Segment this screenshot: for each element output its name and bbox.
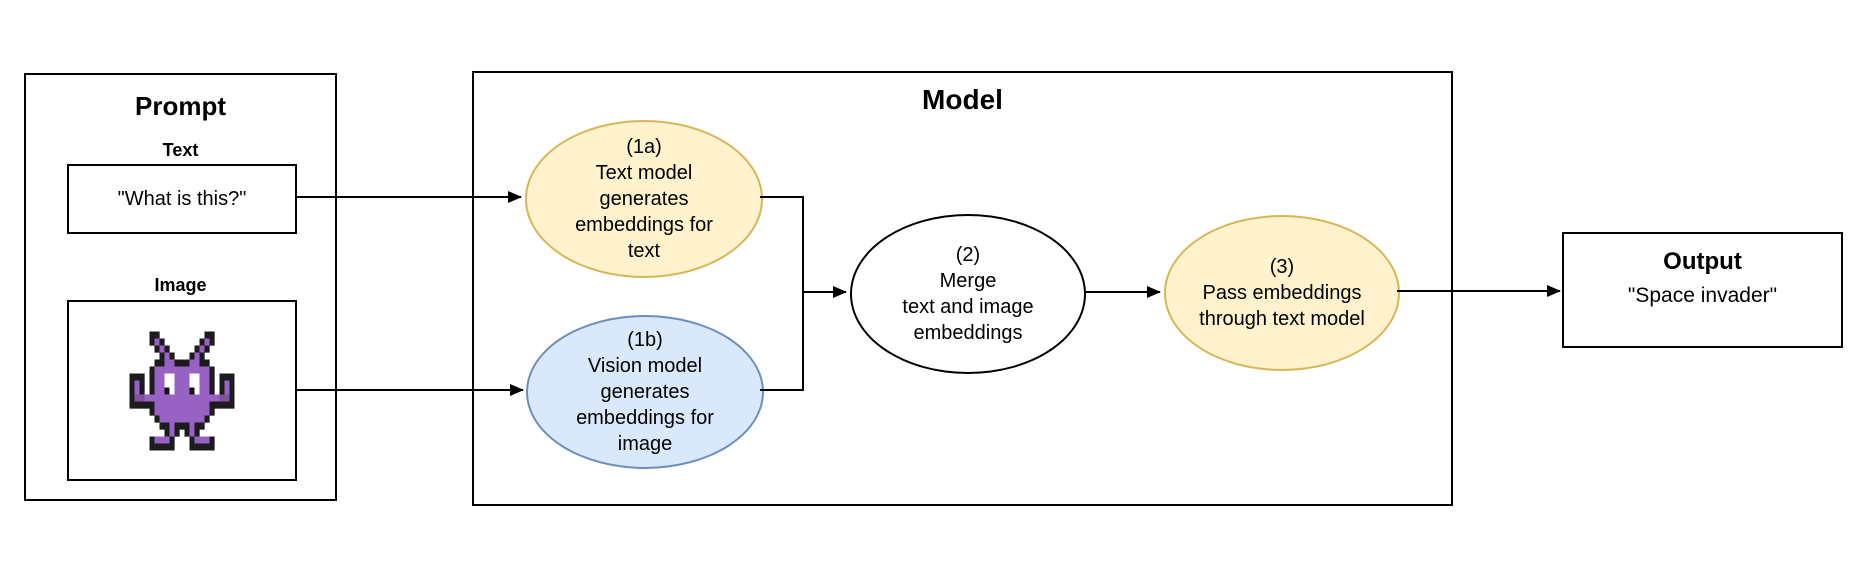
step-3-line: Pass embeddings (1202, 282, 1362, 304)
step-1b-line: image (617, 433, 673, 455)
step-1b-ellipse: (1b) Vision model generates embeddings f… (526, 315, 764, 469)
step-1b-line: (1b) (627, 329, 663, 351)
step-1b-line: generates (600, 381, 690, 403)
step-1a-line: embeddings for (575, 214, 713, 236)
step-1b-line: embeddings for (576, 407, 714, 429)
output-title: Output (1663, 248, 1742, 275)
text-section-label: Text (162, 140, 199, 160)
step-1a-line: generates (599, 188, 689, 210)
step-1a-line: Text model (595, 162, 693, 184)
text-input-box: "What is this?" (67, 164, 297, 234)
model-title: Model (922, 84, 1003, 115)
step-2-line: text and image (902, 296, 1034, 318)
prompt-box: Prompt Text "What is this?" Image (24, 73, 337, 501)
step-2-ellipse: (2) Merge text and image embeddings (850, 214, 1086, 374)
prompt-title: Prompt (135, 91, 226, 121)
step-3-line: (3) (1269, 256, 1295, 278)
space-invader-sprite (129, 331, 235, 451)
step-1a-line: text (627, 240, 661, 262)
output-box: Output "Space invader" (1562, 232, 1843, 348)
step-2-line: Merge (939, 270, 997, 292)
step-1b-line: Vision model (587, 355, 703, 377)
output-value: "Space invader" (1627, 284, 1778, 307)
image-section-label: Image (154, 275, 207, 295)
step-2-line: embeddings (913, 322, 1023, 344)
step-3-line: through text model (1199, 308, 1365, 330)
text-input-value: "What is this?" (117, 187, 247, 210)
step-2-line: (2) (955, 244, 981, 266)
step-1a-line: (1a) (626, 136, 662, 158)
step-1a-ellipse: (1a) Text model generates embeddings for… (525, 120, 763, 278)
model-box: Model (1a) Text model generates embeddin… (472, 71, 1453, 506)
step-3-ellipse: (3) Pass embeddings through text model (1164, 215, 1400, 371)
image-input-box (67, 300, 297, 481)
